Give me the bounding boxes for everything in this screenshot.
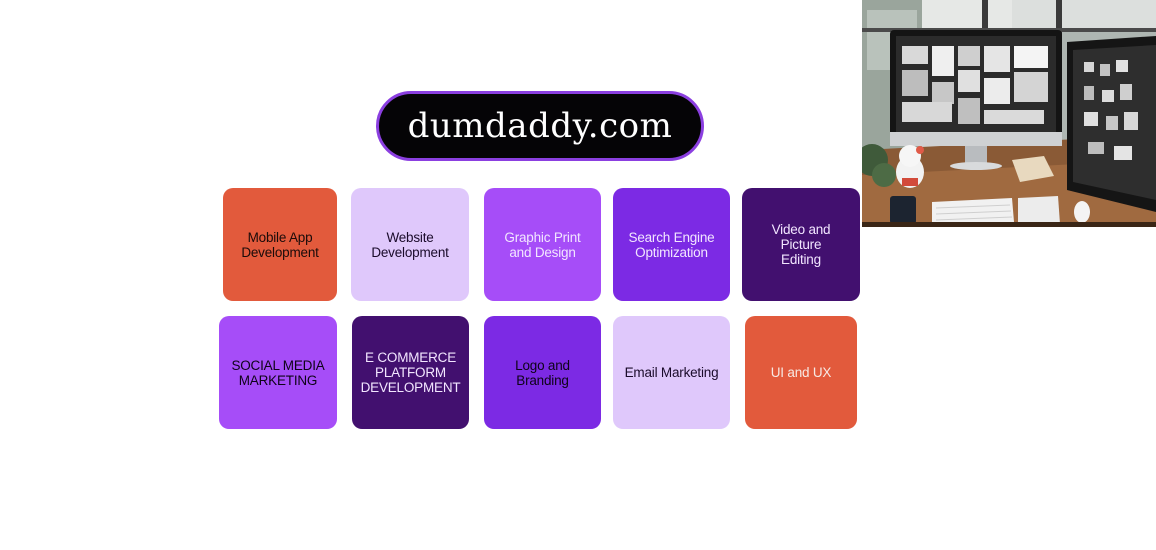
service-label: Mobile App Development [241,229,319,260]
service-label: Logo and Branding [515,357,570,388]
service-label: Search Engine Optimization [628,229,715,260]
service-tile-ecommerce-platform-development[interactable]: E COMMERCE PLATFORM DEVELOPMENT [352,316,469,429]
service-label: UI and UX [770,365,832,380]
service-label: Video and Picture Editing [771,222,831,267]
service-tile-search-engine-optimization[interactable]: Search Engine Optimization [613,188,730,301]
service-tile-email-marketing[interactable]: Email Marketing [613,316,730,429]
service-tile-logo-and-branding[interactable]: Logo and Branding [484,316,601,429]
service-tile-graphic-print-and-design[interactable]: Graphic Print and Design [484,188,601,301]
service-label: E COMMERCE PLATFORM DEVELOPMENT [360,350,461,395]
desk-computer-photo [862,0,1156,227]
service-label: Website Development [371,229,449,260]
service-tile-ui-and-ux[interactable]: UI and UX [745,316,857,429]
service-tile-video-and-picture-editing[interactable]: Video and Picture Editing [742,188,860,301]
service-label: SOCIAL MEDIA MARKETING [231,357,325,388]
service-label: Email Marketing [624,365,719,380]
brand-name: dumdaddy.com [407,106,673,146]
service-tile-mobile-app-development[interactable]: Mobile App Development [223,188,337,301]
service-tile-website-development[interactable]: Website Development [351,188,469,301]
service-tile-social-media-marketing[interactable]: SOCIAL MEDIA MARKETING [219,316,337,429]
service-label: Graphic Print and Design [504,229,581,260]
brand-logo[interactable]: dumdaddy.com [376,91,704,161]
